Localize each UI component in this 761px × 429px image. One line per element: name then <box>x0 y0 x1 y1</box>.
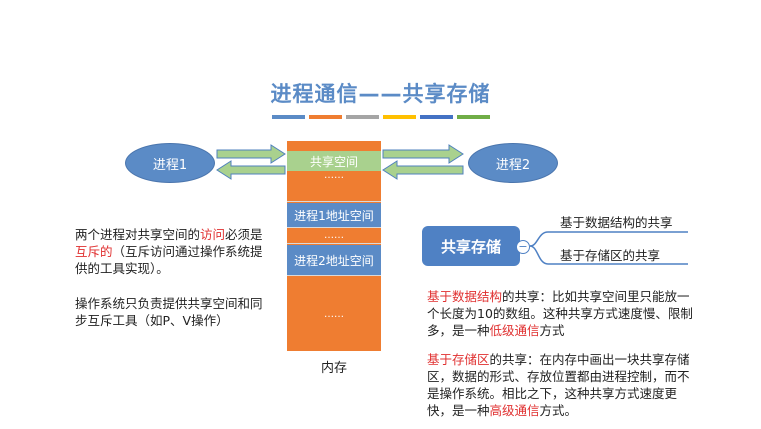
mindmap-branch-2: 基于存储区的共享 <box>560 248 661 263</box>
memory-label: 内存 <box>320 361 347 376</box>
left-paragraph-2: 操作系统只负责提供共享空间和同步互斥工具（如P、V操作） <box>75 296 263 328</box>
color-swatch-5 <box>420 115 453 119</box>
left-p1-part-a: 两个进程对共享空间的 <box>75 227 201 242</box>
mindmap-root: 共享存储 <box>422 226 520 266</box>
color-bar <box>272 115 490 119</box>
right-paragraph-1: 基于数据结构的共享：比如共享空间里只能放一个长度为10的数组。这种共享方式速度慢… <box>427 288 697 339</box>
memory-dots-3: …… <box>324 309 344 320</box>
right-p2-end: 方式。 <box>539 403 578 418</box>
arrow-p1-to-shared <box>216 144 286 164</box>
right-p2-highlight-high: 高级通信 <box>489 403 540 418</box>
arrow-shared-to-p1 <box>216 160 286 180</box>
arrow-shared-to-p2 <box>382 144 464 164</box>
left-p1-highlight-access: 访问 <box>200 227 226 242</box>
right-p1-highlight-low: 低级通信 <box>489 323 540 338</box>
mindmap-connectors <box>529 231 688 265</box>
color-swatch-3 <box>346 115 379 119</box>
arrows <box>216 144 464 180</box>
color-swatch-6 <box>457 115 490 119</box>
process1-address-space: 进程1地址空间 <box>287 203 381 227</box>
right-paragraph-2: 基于存储区的共享：在内存中画出一块共享存储区，数据的形式、存放位置都由进程控制，… <box>427 351 697 419</box>
color-swatch-2 <box>309 115 342 119</box>
memory-dots-2: …… <box>324 230 344 241</box>
right-p1-highlight-ds: 基于数据结构 <box>427 289 503 304</box>
left-p1-highlight-mutex: 互斥的 <box>75 244 113 259</box>
right-p1-body: 的共享：比如共享空间里只能放一个长度为10的数组。这种共享方式速度慢、限制多，是… <box>427 289 693 338</box>
process2-node: 进程2 <box>468 143 558 183</box>
shared-space-block: 共享空间 <box>287 151 381 171</box>
process2-address-space: 进程2地址空间 <box>287 245 381 275</box>
page-title: 进程通信——共享存储 <box>270 82 491 106</box>
left-p1-part-e: （互斥访问通过操作系统提供的工具实现）。 <box>75 244 263 276</box>
left-p1-part-c: 必须是 <box>225 227 263 242</box>
process1-node: 进程1 <box>125 143 215 183</box>
mindmap-branch-1: 基于数据结构的共享 <box>560 215 673 230</box>
right-p2-body: 的共享：在内存中画出一块共享存储区，数据的形式、存放位置都由进程控制，而不是操作… <box>427 352 690 418</box>
right-p2-highlight-storage: 基于存储区 <box>427 352 490 367</box>
collapse-icon[interactable]: − <box>516 240 530 254</box>
right-p1-end: 方式 <box>539 323 565 338</box>
color-swatch-1 <box>272 115 305 119</box>
color-swatch-4 <box>383 115 416 119</box>
left-paragraph-1: 两个进程对共享空间的访问必须是互斥的（互斥访问通过操作系统提供的工具实现）。 <box>75 226 265 277</box>
memory-column: 共享空间 …… 进程1地址空间 …… 进程2地址空间 …… <box>287 141 381 351</box>
memory-dots-1: …… <box>324 170 344 181</box>
arrow-p2-to-shared <box>382 160 464 180</box>
